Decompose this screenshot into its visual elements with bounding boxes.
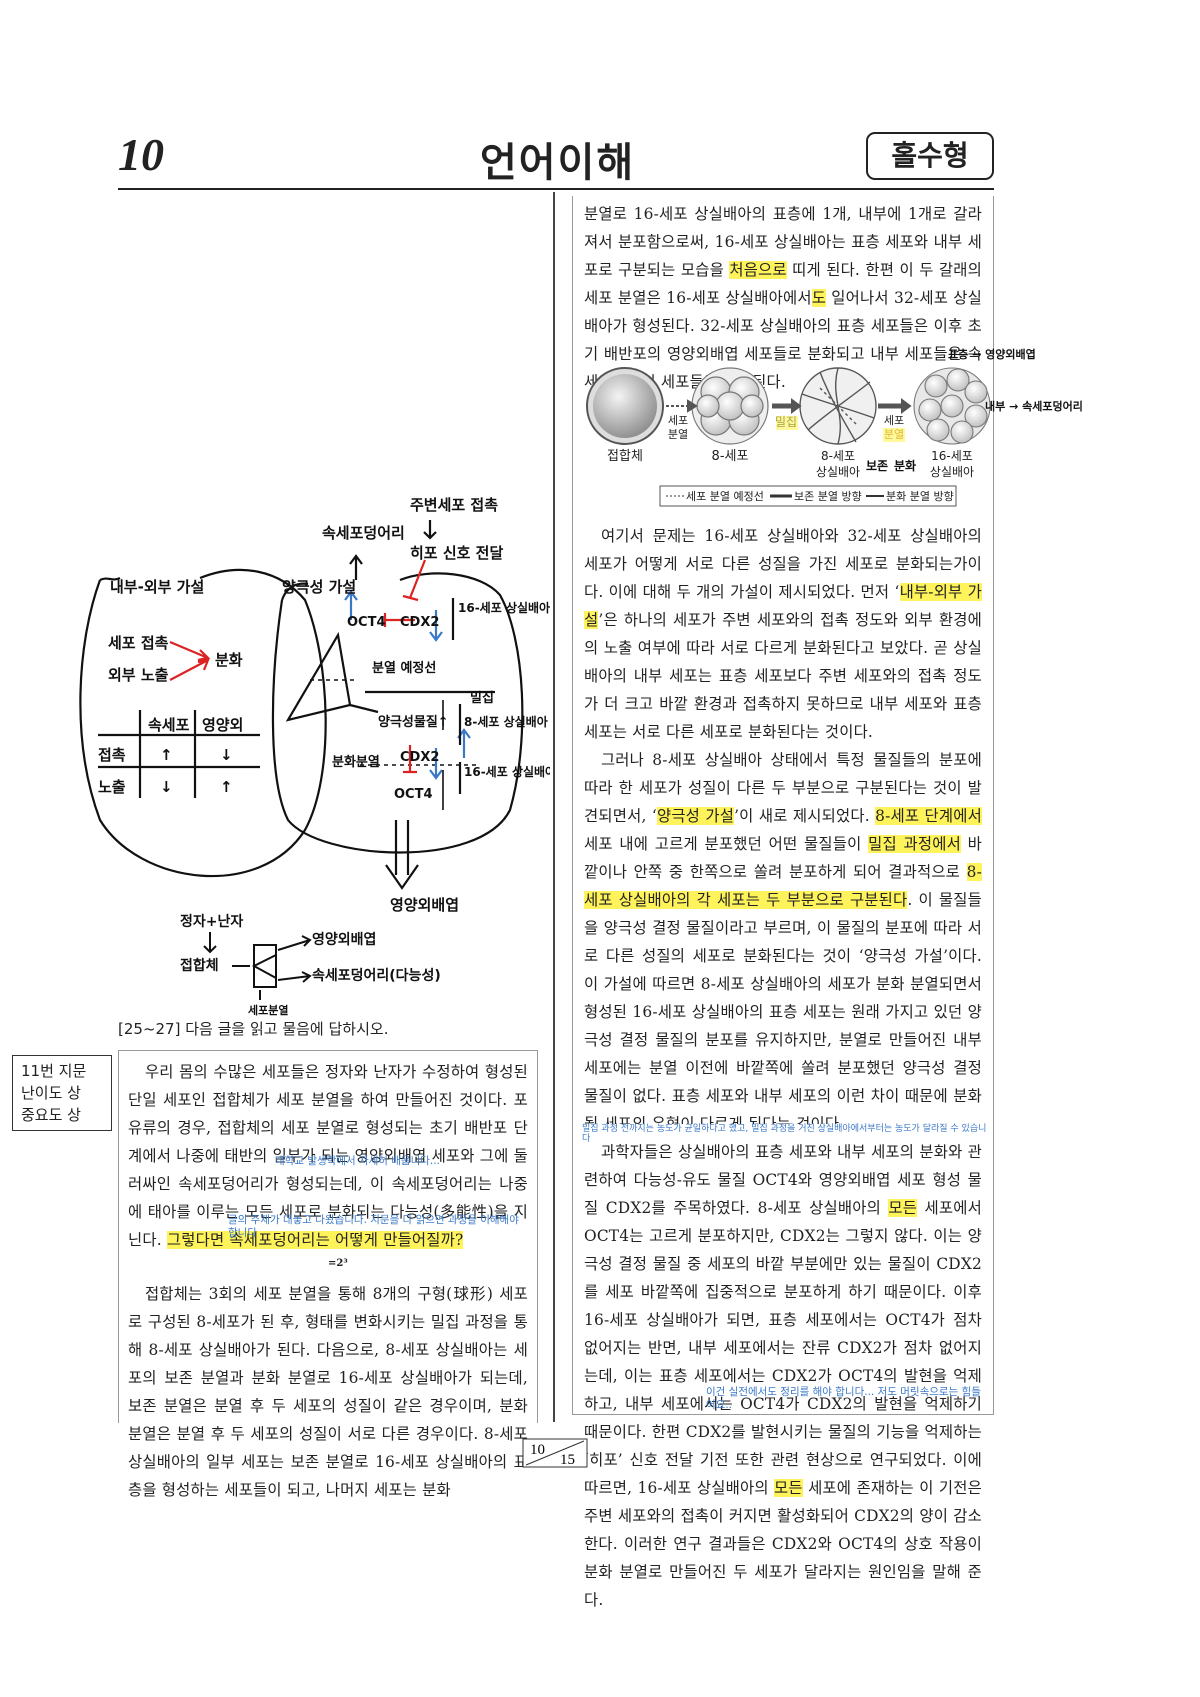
left-passage-box (118, 1050, 538, 1423)
note-practice: 이건 실전에서도 정리를 해야 합니다... 저도 머릿속으로는 힘들어요.. (706, 1386, 981, 1411)
tag-line-difficulty: 난이도 상 (21, 1084, 81, 1102)
svg-text:속세포덩어리(다능성): 속세포덩어리(다능성) (312, 967, 441, 984)
handwritten-sketch: 내부-외부 가설 세포 접촉 외부 노출 분화 속세포 영양외 접촉 노출 ↑ … (79, 496, 550, 914)
svg-text:분열 예정선: 분열 예정선 (372, 660, 436, 676)
svg-text:상실배아: 상실배아 (816, 465, 860, 479)
svg-text:OCT4: OCT4 (394, 787, 433, 802)
svg-text:분화: 분화 (894, 458, 916, 473)
svg-text:CDX2: CDX2 (400, 750, 439, 765)
arrow-to-diff-1 (169, 640, 211, 662)
svg-text:접합체: 접합체 (607, 449, 643, 464)
svg-text:↑: ↑ (220, 778, 233, 796)
svg-text:정자+난자: 정자+난자 (180, 913, 243, 930)
svg-text:16-세포: 16-세포 (931, 449, 973, 463)
svg-text:분열: 분열 (668, 428, 688, 441)
svg-text:세포 분열 예정선: 세포 분열 예정선 (686, 490, 764, 503)
svg-text:OCT4: OCT4 (347, 615, 386, 630)
tag-line-importance: 중요도 상 (21, 1106, 81, 1124)
svg-text:세포분열: 세포분열 (248, 1003, 288, 1017)
note-topic: 글의 주제가 대놓고 나왔습니다. 지문을 다 읽으면 과정을 이해해야 합니다 (228, 1214, 519, 1239)
left-paragraph-1: 우리 몸의 수많은 세포들은 정자와 난자가 수정하여 형성된 단일 세포인 접… (128, 1063, 528, 1249)
svg-text:↑: ↑ (160, 746, 173, 764)
svg-text:↓: ↓ (160, 778, 173, 796)
svg-text:영양외배엽: 영양외배엽 (312, 931, 376, 948)
right-passage-main: 여기서 문제는 16-세포 상실배아와 32-세포 상실배아의 세포가 어떻게 … (584, 522, 983, 1614)
svg-text:양극성물질↑: 양극성물질↑ (378, 715, 449, 730)
right-passage-box (572, 196, 994, 1415)
svg-text:히포 신호 전달: 히포 신호 전달 (410, 544, 503, 562)
fertilization-sketch: 정자+난자 접합체 영양외배엽 속세포덩어리(다능성) 세포분열 (180, 913, 441, 1017)
cell-triangle (285, 631, 352, 722)
morula-figure: 세포분열 밀집 세포분열 접합체 8-세포 8-세포 상실배아 16-세포 상실… (586, 367, 991, 507)
svg-text:15: 15 (560, 1452, 575, 1468)
svg-text:10: 10 (530, 1442, 545, 1458)
highlight-question: 그렇다면 속세포덩어리는 어떻게 만들어질까? (166, 1231, 464, 1249)
note-embryology: 대학교 발생학에서 자세히 배웁니다... (275, 1155, 440, 1167)
right-paragraph-2: 그러나 8-세포 상실배아 상태에서 특정 물질들의 분포에 따라 한 세포가 … (584, 751, 982, 1133)
sketch-left-title: 내부-외부 가설 (110, 578, 204, 596)
svg-text:분화: 분화 (215, 651, 243, 669)
eight-cell-morula (799, 367, 877, 445)
eight-cell (691, 367, 769, 445)
page-counter: 10 15 (522, 1438, 588, 1468)
svg-text:접합체: 접합체 (180, 957, 219, 974)
annot-inner: 내부 → 속세포덩어리 (985, 400, 1083, 413)
right-paragraph-0: 분열로 16-세포 상실배아의 표층에 1개, 내부에 1개로 갈라져서 분포함… (584, 205, 982, 391)
svg-text:밀집: 밀집 (470, 691, 494, 706)
svg-text:8-세포: 8-세포 (712, 449, 749, 464)
svg-text:CDX2: CDX2 (400, 615, 439, 630)
left-passage: 우리 몸의 수많은 세포들은 정자와 난자가 수정하여 형성된 단일 세포인 접… (128, 1058, 528, 1504)
sketch-right-title: 양극성 가설 (282, 578, 356, 596)
svg-text:분화 분열 방향: 분화 분열 방향 (886, 490, 954, 503)
right-hypothesis-outline (271, 572, 524, 854)
page-number: 10 (118, 129, 164, 180)
question-instruction: [25~27] 다음 글을 읽고 물음에 답하시오. (118, 1020, 389, 1038)
form-type-badge: 홀수형 (866, 132, 994, 180)
svg-text:분화분열: 분화분열 (332, 754, 380, 770)
svg-text:상실배아: 상실배아 (930, 465, 974, 479)
header-rule (118, 188, 994, 190)
annot-surface: 표층 → 영양외배엽 (948, 348, 1036, 361)
svg-text:16-세포 상실배아: 16-세포 상실배아 (464, 764, 550, 779)
left-hypothesis-outline (79, 568, 327, 878)
right-paragraph-1: 여기서 문제는 16-세포 상실배아와 32-세포 상실배아의 세포가 어떻게 … (584, 527, 983, 741)
svg-text:속세포덩어리: 속세포덩어리 (322, 524, 405, 542)
svg-text:노출: 노출 (98, 778, 126, 796)
svg-text:세포: 세포 (668, 414, 688, 427)
svg-text:↓: ↓ (220, 746, 233, 764)
svg-text:영양외: 영양외 (202, 716, 243, 734)
svg-text:영양외배엽: 영양외배엽 (390, 896, 459, 914)
svg-text:16-세포 상실배아: 16-세포 상실배아 (458, 600, 550, 615)
sixteen-cell-morula (913, 367, 991, 445)
svg-text:8-세포: 8-세포 (821, 449, 855, 463)
right-paragraph-3: 과학자들은 상실배아의 표층 세포와 내부 세포의 분화와 관련하여 다능성-유… (584, 1143, 982, 1609)
column-divider (553, 192, 555, 1422)
tag-line-passage: 11번 지문 (21, 1062, 87, 1080)
svg-text:세포 접촉: 세포 접촉 (108, 634, 169, 652)
note-compaction: 밀집 과정 전까지는 농도가 균일하다고 했고, 밀집 과정을 거친 상실배아에… (582, 1124, 992, 1144)
svg-text:보존 분열 방향: 보존 분열 방향 (794, 490, 862, 503)
right-passage-top: 분열로 16-세포 상실배아의 표층에 1개, 내부에 1개로 갈라져서 분포함… (584, 200, 982, 396)
svg-text:세포: 세포 (884, 414, 904, 427)
svg-text:주변세포 접촉: 주변세포 접촉 (410, 496, 498, 514)
note-two-cubed: =2³ (328, 1258, 348, 1269)
svg-text:외부 노출: 외부 노출 (108, 666, 169, 684)
left-paragraph-2: 접합체는 3회의 세포 분열을 통해 8개의 구형(球形) 세포로 구성된 8-… (128, 1285, 528, 1499)
svg-text:접촉: 접촉 (98, 746, 126, 764)
svg-text:8-세포 상실배아: 8-세포 상실배아 (464, 714, 548, 729)
arrow-to-diff-2 (169, 658, 210, 681)
difficulty-tag: 11번 지문 난이도 상 중요도 상 (12, 1055, 112, 1131)
section-title: 언어이해 (480, 140, 636, 186)
svg-text:보존: 보존 (866, 459, 888, 473)
svg-text:속세포: 속세포 (148, 716, 190, 734)
